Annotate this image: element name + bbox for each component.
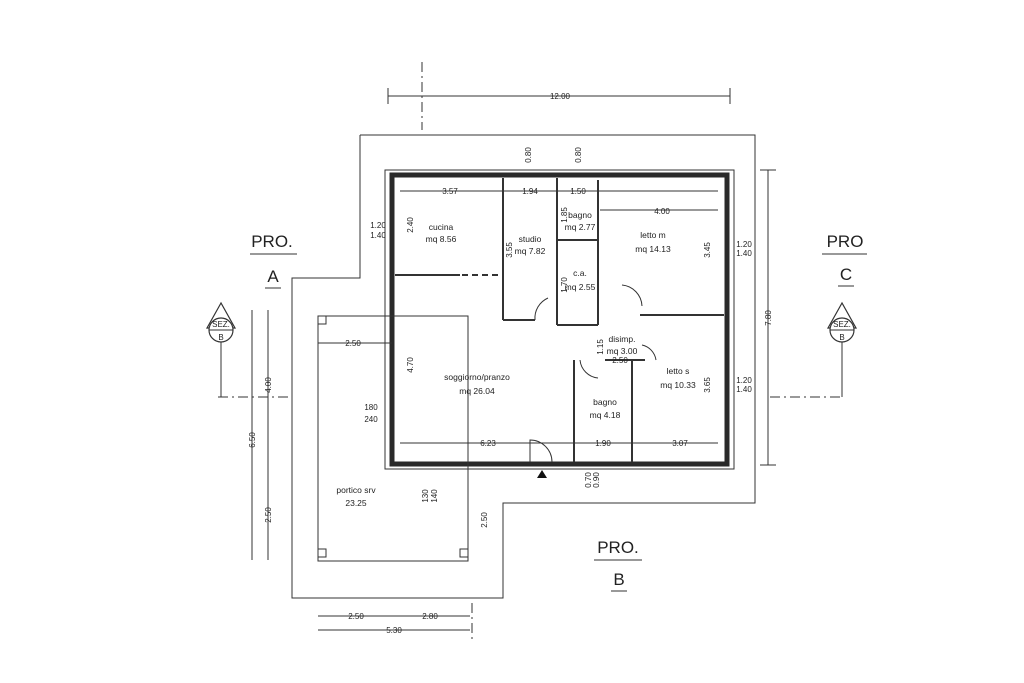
svg-text:180: 180 (364, 403, 378, 412)
svg-text:PRO: PRO (827, 232, 864, 251)
section-marker-right: SEZ. B (826, 301, 858, 397)
svg-text:3.45: 3.45 (703, 242, 712, 258)
svg-text:2.50: 2.50 (345, 339, 361, 348)
room-studio: studio (519, 234, 542, 244)
room-ca: c.a. (573, 268, 587, 278)
room-portico: portico srv (336, 485, 376, 495)
svg-text:PRO.: PRO. (597, 538, 639, 557)
room-disimp: disimp. (609, 334, 636, 344)
svg-text:mq 10.33: mq 10.33 (660, 380, 696, 390)
svg-text:1.70: 1.70 (560, 277, 569, 293)
svg-text:2.40: 2.40 (406, 217, 415, 233)
svg-text:1.15: 1.15 (596, 339, 605, 355)
entrance-arrow (537, 470, 547, 478)
svg-text:0.80: 0.80 (524, 147, 533, 163)
room-labels: cucina mq 8.56 studio mq 7.82 bagno mq 2… (336, 210, 696, 508)
svg-text:1.40: 1.40 (736, 249, 752, 258)
svg-text:mq 7.82: mq 7.82 (515, 246, 546, 256)
site-outline (291, 134, 756, 599)
svg-text:140: 140 (430, 489, 439, 503)
svg-text:4.70: 4.70 (406, 357, 415, 373)
svg-text:1.90: 1.90 (595, 439, 611, 448)
dim-overall-width: 12.00 (550, 92, 571, 101)
room-letto-s: letto s (667, 366, 690, 376)
svg-text:3.07: 3.07 (672, 439, 688, 448)
section-label-b: PRO. B (594, 538, 642, 592)
door-swings (529, 284, 657, 463)
room-bagno-2: bagno (593, 397, 617, 407)
svg-text:mq 2.55: mq 2.55 (565, 282, 596, 292)
svg-text:3.55: 3.55 (505, 242, 514, 258)
svg-text:2.50: 2.50 (264, 507, 273, 523)
svg-text:SEZ.: SEZ. (212, 320, 230, 329)
opening-labels: 1.20 1.40 0.80 0.80 1.20 1.40 1.20 1.40 … (364, 147, 752, 503)
svg-text:PRO.: PRO. (251, 232, 293, 251)
svg-text:4.00: 4.00 (264, 377, 273, 393)
svg-text:2.50: 2.50 (348, 612, 364, 621)
svg-text:B: B (613, 570, 624, 589)
section-label-a: PRO. A (250, 232, 297, 289)
svg-text:0.90: 0.90 (592, 472, 601, 488)
svg-text:2.80: 2.80 (422, 612, 438, 621)
svg-text:B: B (839, 333, 844, 342)
section-label-c: PRO C (822, 232, 867, 287)
svg-text:mq 2.77: mq 2.77 (565, 222, 596, 232)
interior-walls (395, 178, 724, 462)
svg-text:1.20: 1.20 (736, 240, 752, 249)
svg-text:mq 26.04: mq 26.04 (459, 386, 495, 396)
svg-text:4.00: 4.00 (654, 207, 670, 216)
room-letto-m: letto m (640, 230, 666, 240)
room-bagno-1: bagno (568, 210, 592, 220)
svg-text:3.57: 3.57 (442, 187, 458, 196)
svg-text:6.50: 6.50 (248, 432, 257, 448)
portico-outline (317, 315, 469, 562)
room-soggiorno: soggiorno/pranzo (444, 372, 510, 382)
svg-text:0.70: 0.70 (584, 472, 593, 488)
svg-text:1.94: 1.94 (522, 187, 538, 196)
svg-text:mq 14.13: mq 14.13 (635, 244, 671, 254)
svg-text:1.85: 1.85 (560, 207, 569, 223)
svg-text:1.20: 1.20 (736, 376, 752, 385)
svg-text:0.80: 0.80 (574, 147, 583, 163)
svg-text:2.50: 2.50 (612, 356, 628, 365)
svg-text:C: C (840, 265, 852, 284)
svg-text:mq 4.18: mq 4.18 (590, 410, 621, 420)
svg-text:1.20: 1.20 (370, 221, 386, 230)
dimension-lines: 12.00 7.80 3.57 1.94 1.50 4.00 2.40 3.55… (248, 88, 776, 635)
svg-text:A: A (267, 267, 279, 286)
svg-text:2.50: 2.50 (480, 512, 489, 528)
room-cucina: cucina (429, 222, 454, 232)
svg-text:1.40: 1.40 (736, 385, 752, 394)
svg-text:mq 8.56: mq 8.56 (426, 234, 457, 244)
svg-text:130: 130 (421, 489, 430, 503)
svg-text:1.50: 1.50 (570, 187, 586, 196)
svg-text:5.30: 5.30 (386, 626, 402, 635)
svg-text:SEZ.: SEZ. (833, 320, 851, 329)
svg-text:B: B (218, 333, 223, 342)
section-marker-left: SEZ. B (205, 301, 237, 397)
svg-text:mq 3.00: mq 3.00 (607, 346, 638, 356)
svg-text:3.65: 3.65 (703, 377, 712, 393)
svg-text:23.25: 23.25 (345, 498, 367, 508)
svg-text:1.40: 1.40 (370, 231, 386, 240)
dim-overall-height: 7.80 (764, 310, 773, 326)
svg-text:240: 240 (364, 415, 378, 424)
svg-text:6.23: 6.23 (480, 439, 496, 448)
outer-walls (389, 172, 730, 467)
